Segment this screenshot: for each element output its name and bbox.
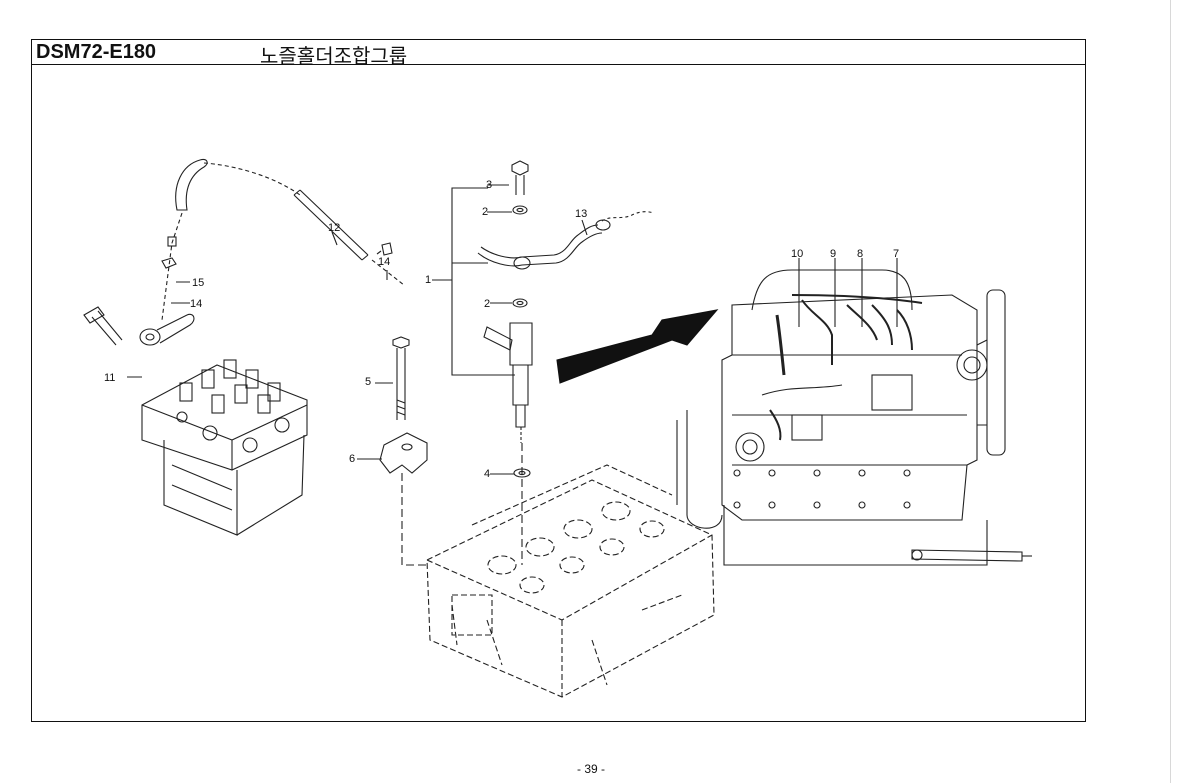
detail-pointer-arrow (556, 309, 719, 384)
callout-15: 15 (192, 277, 204, 289)
scan-edge (1170, 0, 1171, 783)
return-hose-pipe (161, 159, 405, 321)
stud-bolt-part-5 (392, 336, 410, 420)
nozzle-clamp-part-6 (379, 432, 428, 566)
callout-9: 9 (830, 248, 836, 260)
injection-pump (141, 359, 308, 536)
callout-13: 13 (575, 208, 587, 220)
callout-12: 12 (328, 222, 340, 234)
callout-7: 7 (893, 248, 899, 260)
bracket-line-part-1 (451, 187, 515, 376)
callout-6: 6 (349, 453, 355, 465)
callout-numbers: 1 2 2 3 4 5 6 7 8 9 10 11 12 13 14 14 15 (104, 179, 899, 480)
header-bar: DSM72-E180 노즐홀더조합그룹 (32, 40, 1085, 68)
page-number: - 39 - (576, 762, 605, 776)
leak-off-pipe-part-13 (477, 211, 655, 270)
callout-14-lower: 14 (190, 298, 202, 310)
callout-3: 3 (486, 179, 492, 191)
washer-part-4 (513, 443, 531, 565)
parts-diagram-frame: DSM72-E180 노즐홀더조합그룹 (31, 39, 1086, 722)
callout-2-lower: 2 (484, 298, 490, 310)
clip-part-14-upper (376, 242, 393, 256)
callout-2-upper: 2 (482, 206, 488, 218)
callout-10: 10 (791, 248, 803, 260)
callout-1: 1 (425, 274, 431, 286)
callout-11: 11 (104, 372, 115, 384)
engine-assembly (676, 269, 1032, 566)
exploded-view-drawing: 1 2 2 3 4 5 6 7 8 9 10 11 12 13 14 14 15 (83, 159, 1032, 698)
callout-4: 4 (484, 468, 490, 480)
bolt-part-3 (511, 160, 529, 195)
clip-part-15 (161, 236, 177, 269)
callout-5: 5 (365, 376, 371, 388)
cylinder-head (426, 464, 715, 698)
model-code: DSM72-E180 (36, 41, 157, 63)
leader-lines (127, 184, 898, 475)
washer-part-2-lower (512, 298, 528, 308)
eye-bolt-part-11 (83, 306, 195, 346)
injector-nozzle-holder (483, 322, 533, 443)
page-title: 노즐홀더조합그룹 (260, 44, 408, 68)
callout-14-upper: 14 (378, 256, 390, 268)
washer-part-2-upper (512, 205, 528, 215)
callout-8: 8 (857, 248, 863, 260)
